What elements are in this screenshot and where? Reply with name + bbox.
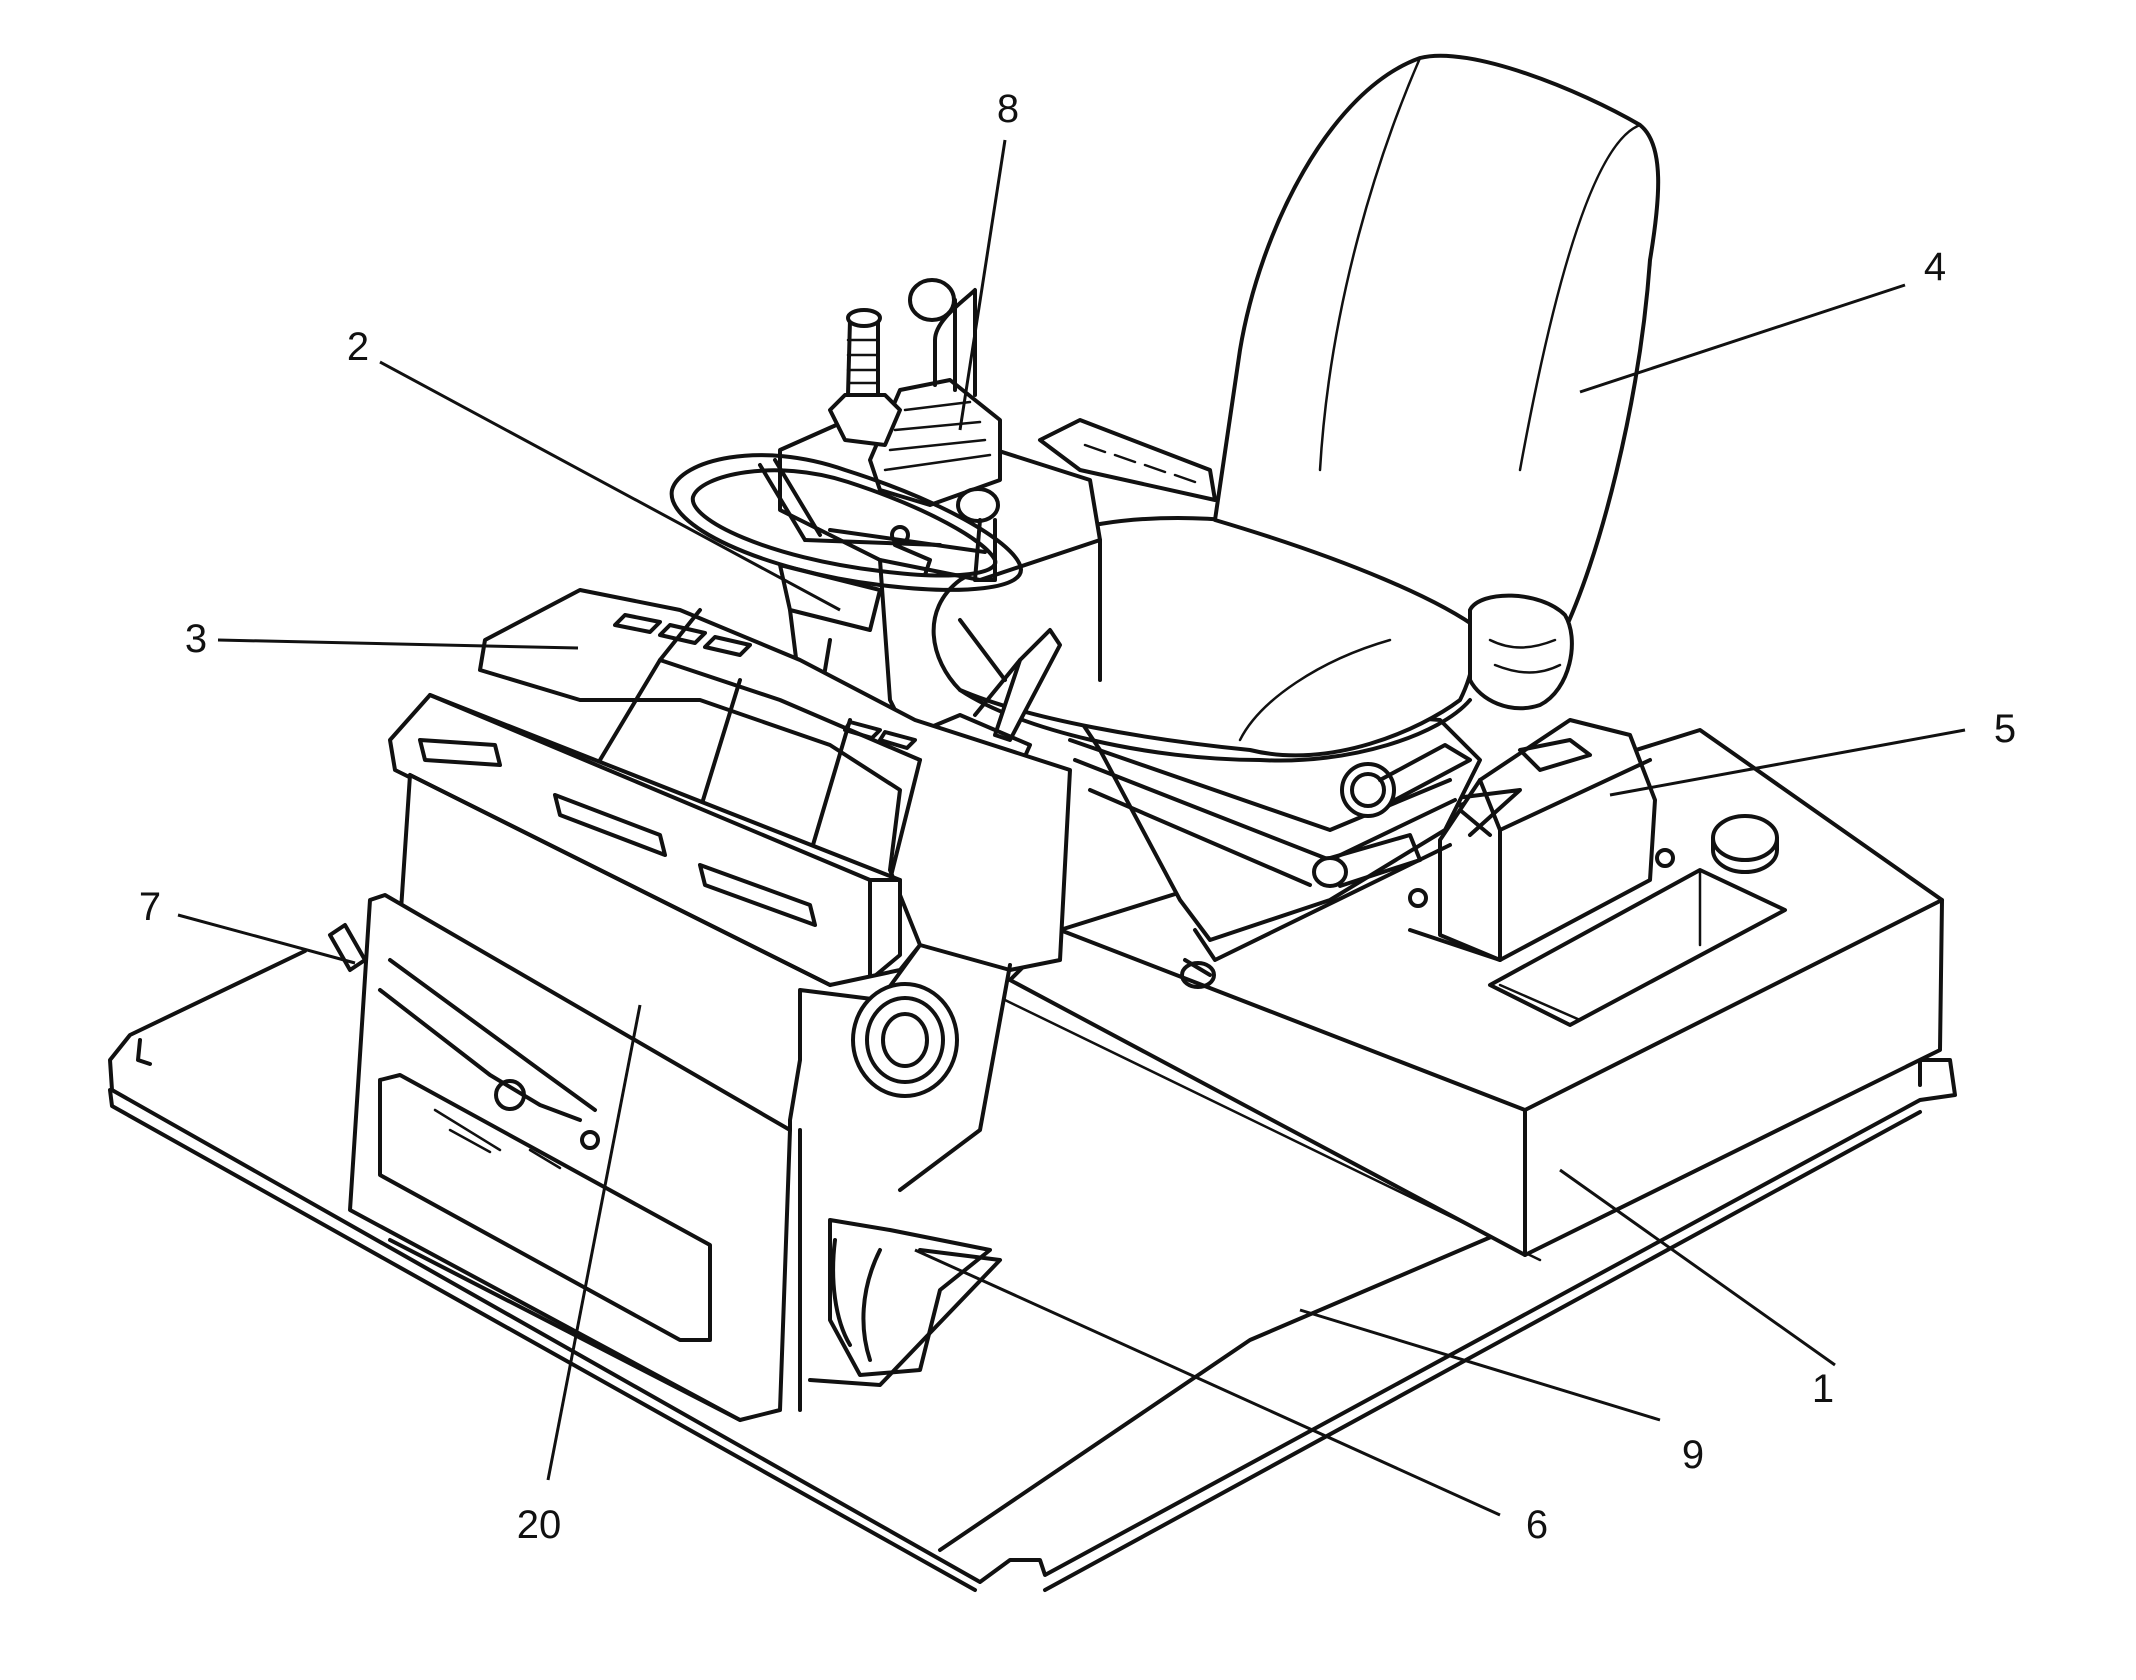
callout-6: 6	[1526, 1503, 1548, 1547]
leader-lines	[177, 139, 1966, 1517]
callout-1: 1	[1812, 1367, 1834, 1411]
front-dash-console	[348, 588, 1072, 1422]
rear-instrument-panel	[1038, 418, 1217, 502]
rear-control-console	[778, 278, 1102, 722]
steering-wheel	[669, 453, 1023, 702]
callout-7: 7	[139, 885, 161, 929]
callout-4: 4	[1924, 245, 1946, 289]
callout-3: 3	[185, 617, 207, 661]
callout-2: 2	[347, 325, 369, 369]
callout-5: 5	[1994, 707, 2016, 751]
callout-9: 9	[1682, 1433, 1704, 1477]
callout-20: 20	[517, 1503, 562, 1547]
callout-labels: 1 2 3 4 5 6 7 8 9 20	[139, 87, 2016, 1547]
seat-cushion	[931, 515, 1476, 763]
seat-backrest	[1213, 53, 1661, 711]
brake-pedal	[328, 923, 367, 972]
right-control-housing	[1408, 718, 1675, 962]
callout-8: 8	[997, 87, 1019, 131]
foot-pedal	[808, 1218, 1002, 1387]
